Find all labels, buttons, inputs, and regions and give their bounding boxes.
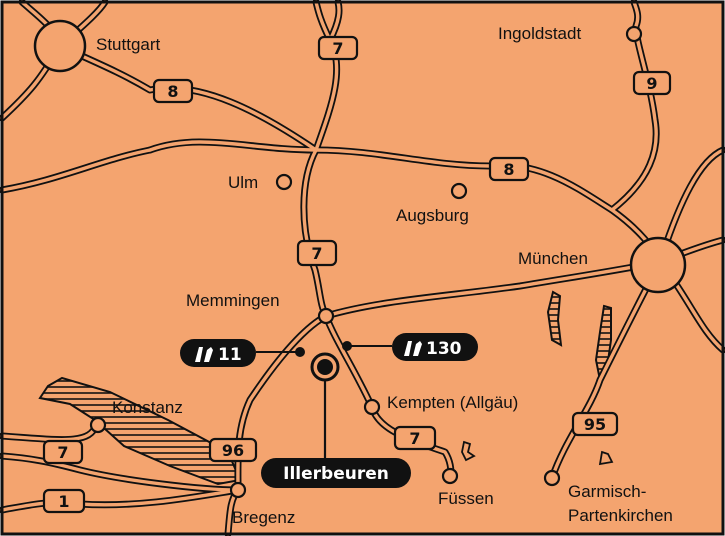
shield-a9: 9 — [632, 70, 672, 96]
augsburg-label: Augsburg — [396, 206, 469, 225]
shield-a8-west-label: 8 — [167, 82, 178, 101]
shield-a7-lake: 7 — [42, 439, 84, 465]
memmingen-label: Memmingen — [186, 291, 280, 310]
shield-a1: 1 — [42, 488, 86, 514]
fuessen-label: Füssen — [438, 489, 494, 508]
kempten-marker — [363, 398, 381, 416]
bregenz-label: Bregenz — [232, 508, 295, 527]
motorway-exit-icon — [195, 347, 213, 362]
illerbeuren-label: Illerbeuren — [283, 464, 389, 484]
muenchen-city-marker — [629, 236, 687, 294]
lake-constance — [38, 376, 242, 486]
konstanz-marker — [89, 416, 107, 434]
shield-a8-west: 8 — [152, 78, 194, 104]
shield-a96-label: 96 — [222, 441, 244, 460]
shield-a7-north-label: 7 — [332, 39, 343, 58]
garmisch-label-line1: Garmisch- — [568, 482, 646, 501]
shield-a8-east: 8 — [488, 156, 530, 182]
exit-130-badge: 130 — [392, 333, 478, 361]
kempten-label: Kempten (Allgäu) — [387, 393, 518, 412]
shield-a95: 95 — [571, 411, 619, 437]
stuttgart-city-marker — [33, 19, 87, 73]
konstanz-label: Konstanz — [112, 398, 183, 417]
shield-a7-south: 7 — [393, 425, 437, 451]
memmingen-marker — [317, 307, 335, 325]
bregenz-marker — [229, 481, 247, 499]
shield-a95-label: 95 — [584, 415, 606, 434]
shield-a7-mid-label: 7 — [311, 244, 322, 263]
exit-11-label: 11 — [218, 345, 242, 365]
shield-a7-south-label: 7 — [409, 429, 420, 448]
ulm-marker — [275, 173, 293, 191]
illerbeuren-target-inner — [317, 359, 333, 375]
shield-a7-mid: 7 — [296, 239, 338, 267]
shield-a96: 96 — [208, 437, 258, 463]
garmisch-label-line2: Partenkirchen — [568, 506, 673, 525]
illerbeuren-label-pill: Illerbeuren — [261, 458, 411, 488]
motorway-exit-icon — [404, 341, 422, 356]
exit-11-badge: 11 — [180, 339, 256, 367]
exit-130-label: 130 — [426, 339, 462, 359]
shield-a1-label: 1 — [58, 492, 69, 511]
ingolstadt-marker — [625, 25, 643, 43]
augsburg-marker — [450, 182, 468, 200]
exit-11-dot — [295, 347, 305, 357]
fuessen-marker — [441, 467, 459, 485]
lake-ammersee — [546, 290, 563, 347]
shield-a9-label: 9 — [646, 74, 657, 93]
lake-eibsee — [598, 450, 614, 466]
shield-a7-lake-label: 7 — [57, 443, 68, 462]
stuttgart-label: Stuttgart — [96, 35, 161, 54]
ulm-label: Ulm — [228, 173, 258, 192]
muenchen-label: München — [518, 249, 588, 268]
garmisch-marker — [543, 469, 561, 487]
lake-forggensee — [461, 440, 476, 462]
shield-a8-east-label: 8 — [503, 160, 514, 179]
ingolstadt-label: Ingoldstadt — [498, 24, 581, 43]
exit-130-dot — [342, 341, 352, 351]
shield-a7-north: 7 — [317, 35, 359, 61]
